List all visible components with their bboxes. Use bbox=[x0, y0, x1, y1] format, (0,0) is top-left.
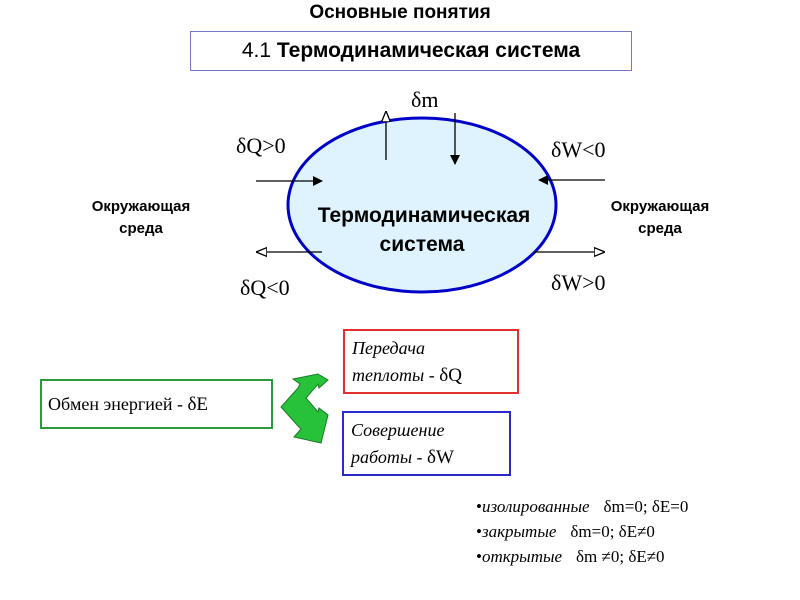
mass-label: δm bbox=[411, 87, 438, 112]
system-label-line1: Термодинамическая bbox=[318, 204, 531, 227]
energy-exchange-box: Обмен энергией - δE bbox=[40, 379, 273, 429]
bullet: • bbox=[476, 547, 482, 566]
heat-line2: теплоты - bbox=[352, 365, 440, 385]
heat-line1: Передача bbox=[352, 338, 425, 358]
work-symbol: δW bbox=[427, 447, 454, 468]
work-line2: работы - bbox=[351, 447, 427, 467]
heat-transfer-box: Передача теплоты - δQ bbox=[343, 329, 519, 394]
work-box: Совершение работы - δW bbox=[342, 411, 511, 476]
bullet: • bbox=[476, 522, 482, 541]
system-label-line2: система bbox=[380, 233, 465, 256]
type-name: открытые bbox=[481, 547, 563, 566]
work-out-label: δW>0 bbox=[551, 270, 606, 295]
environment-right-label: Окружающая среда bbox=[575, 196, 745, 240]
heat-in-label: δQ>0 bbox=[236, 133, 286, 158]
type-values: δm=0; δE≠0 bbox=[570, 522, 655, 541]
list-item: •открытые δm ≠0; δE≠0 bbox=[476, 544, 688, 569]
list-item: •закрытые δm=0; δE≠0 bbox=[476, 519, 688, 544]
section-title: Термодинамическая система bbox=[276, 39, 581, 62]
section-number: 4.1 bbox=[241, 39, 272, 62]
energy-exchange-text: Обмен энергией - bbox=[48, 394, 188, 414]
type-values: δm ≠0; δE≠0 bbox=[576, 547, 665, 566]
bullet: • bbox=[476, 497, 482, 516]
env-right-line1: Окружающая bbox=[610, 198, 710, 215]
env-left-line2: среда bbox=[119, 220, 163, 237]
environment-left-label: Окружающая среда bbox=[56, 196, 226, 240]
type-values: δm=0; δE=0 bbox=[603, 497, 689, 516]
system-ellipse bbox=[286, 116, 558, 294]
env-right-line2: среда bbox=[638, 220, 682, 237]
work-in-label: δW<0 bbox=[551, 137, 606, 162]
heat-out-label: δQ<0 bbox=[240, 275, 290, 300]
type-name: закрытые bbox=[481, 522, 557, 541]
list-item: •изолированные δm=0; δE=0 bbox=[476, 494, 688, 519]
work-line1: Совершение bbox=[351, 420, 445, 440]
heat-symbol: δQ bbox=[439, 365, 462, 386]
double-arrow-icon bbox=[280, 373, 329, 444]
page-title: Основные понятия bbox=[309, 2, 491, 23]
section-title-box: 4.1 Термодинамическая система bbox=[190, 31, 632, 71]
type-name: изолированные bbox=[481, 497, 590, 516]
env-left-line1: Окружающая bbox=[91, 198, 191, 215]
energy-exchange-symbol: δE bbox=[187, 394, 209, 415]
